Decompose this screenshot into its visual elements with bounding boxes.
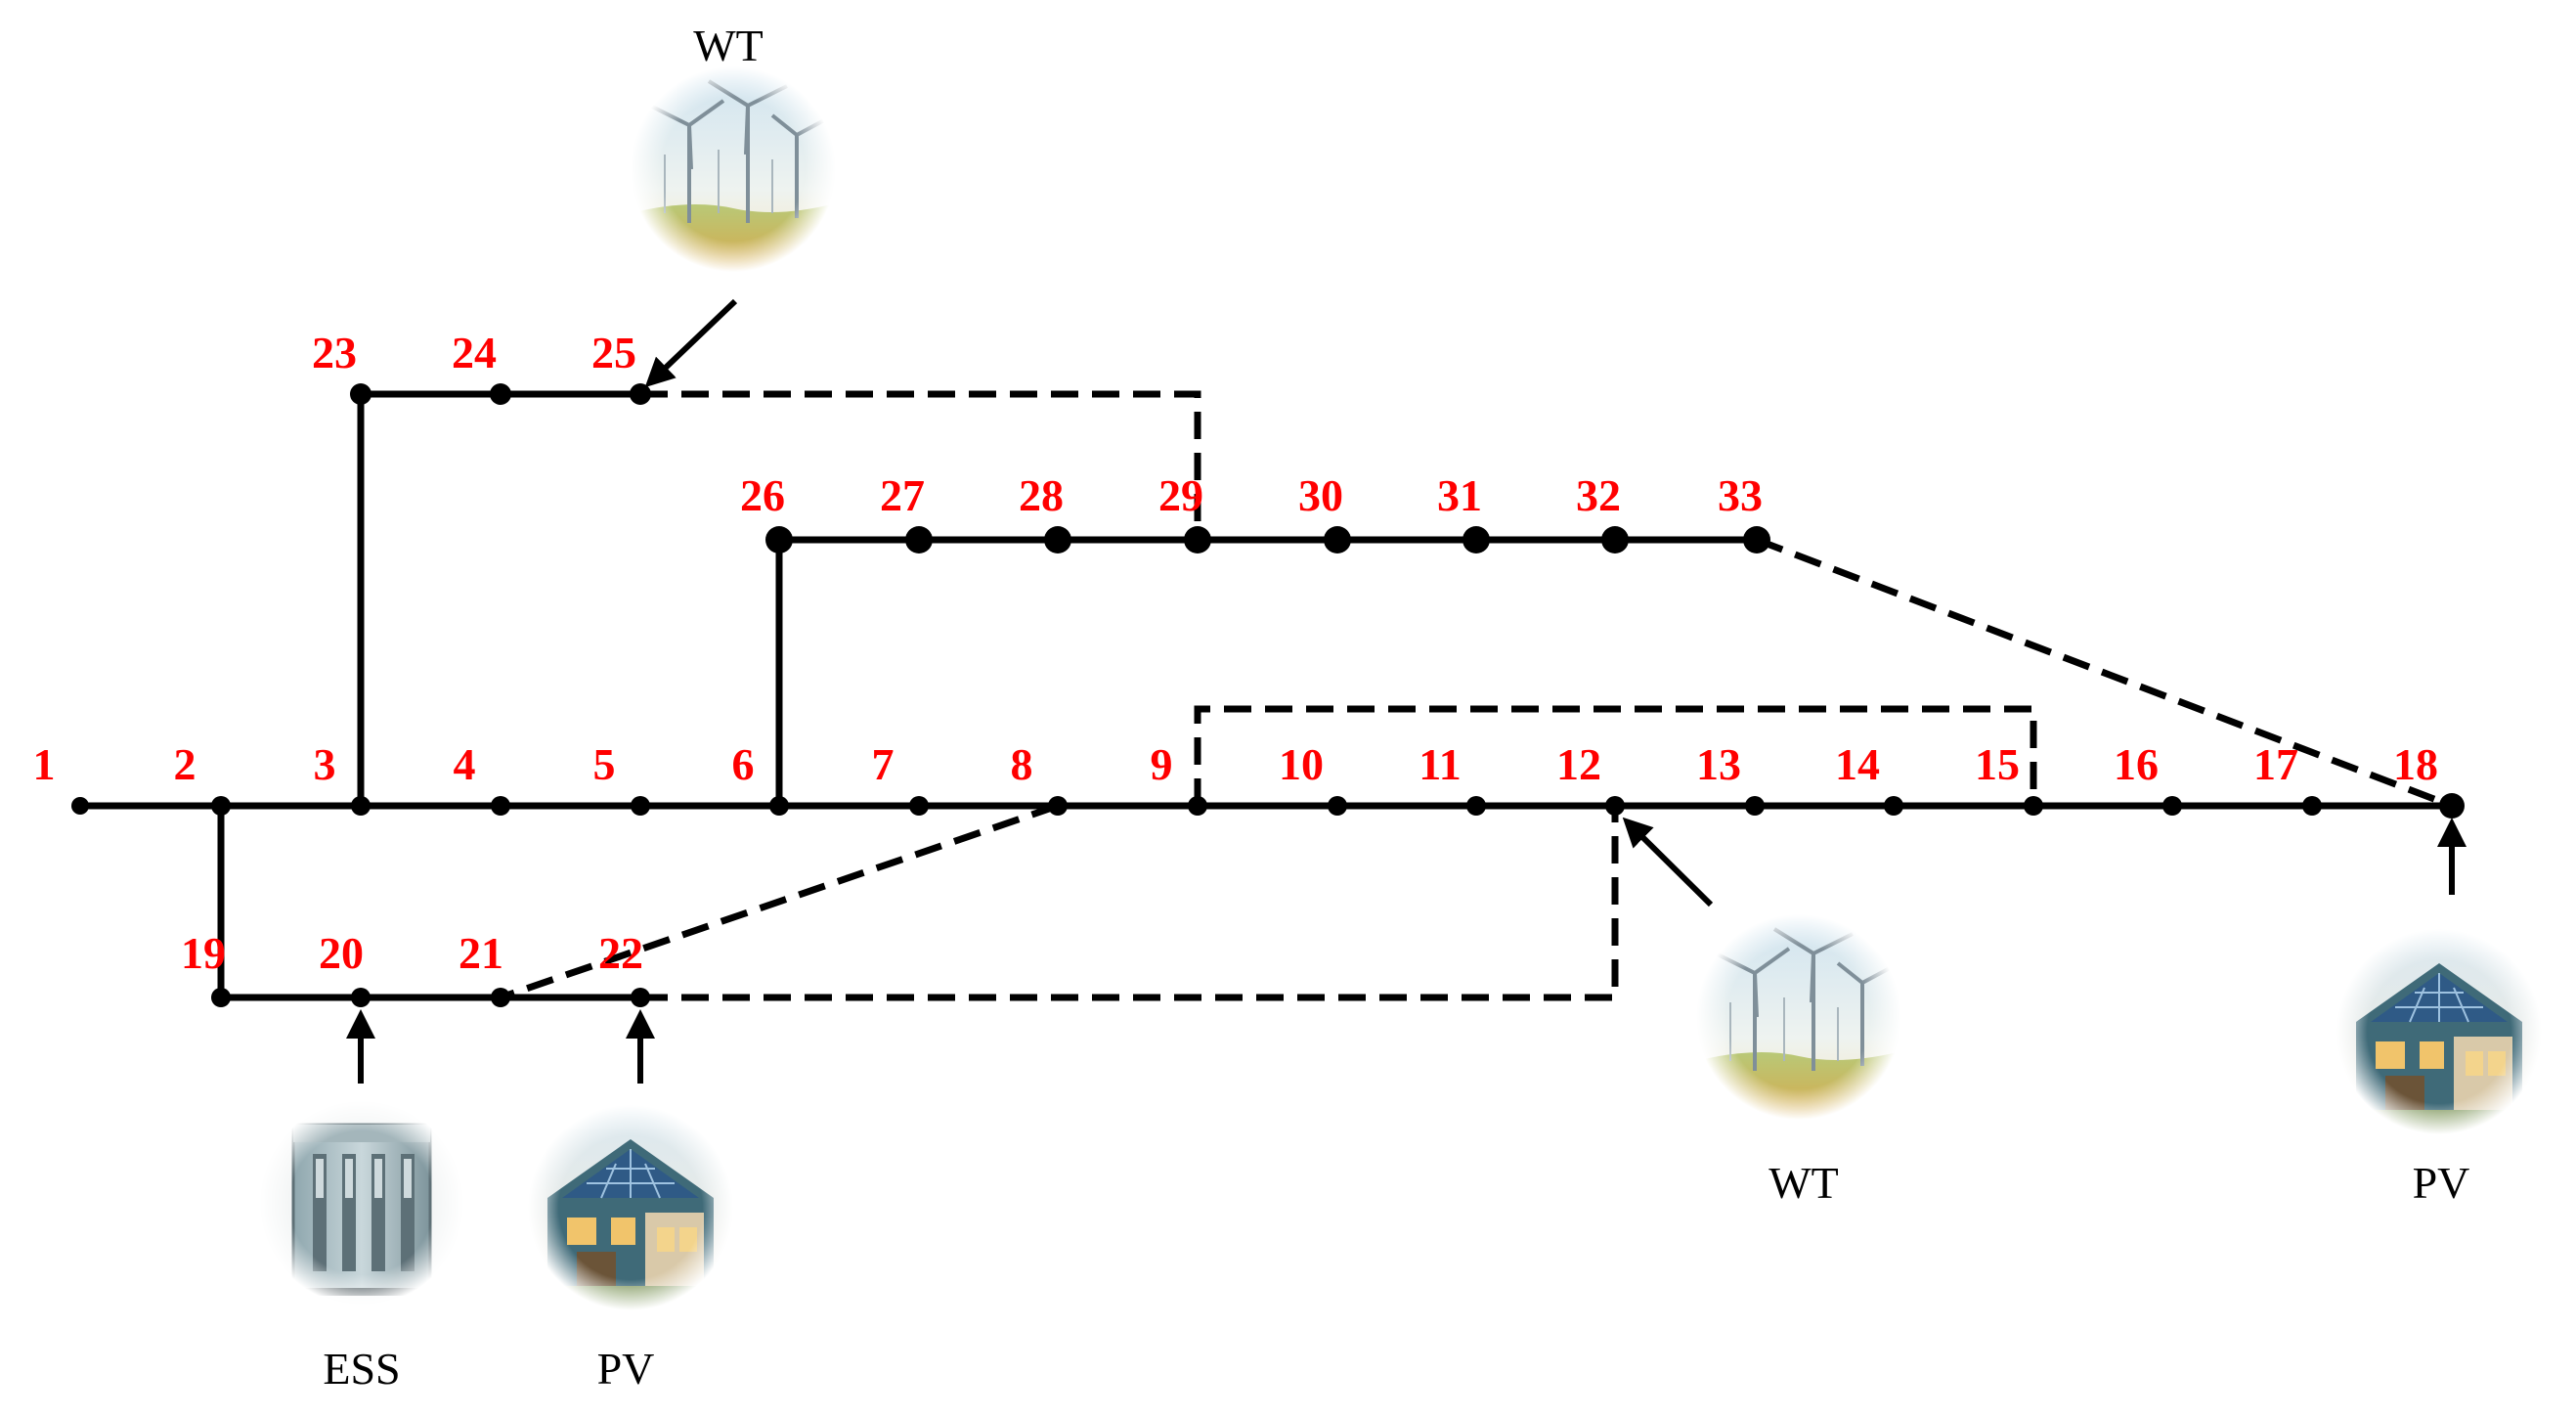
- bus-label-15: 15: [1975, 739, 2020, 789]
- bus-label-11: 11: [1419, 739, 1461, 789]
- bus-label-28: 28: [1019, 470, 1064, 520]
- bus-node-12: [1605, 796, 1625, 816]
- bus-label-1: 1: [33, 739, 56, 789]
- tie-line-25-29: [640, 390, 1201, 540]
- bus-node-1: [71, 797, 89, 815]
- tie-lines: [499, 390, 2454, 1001]
- bus-node-32: [1601, 526, 1629, 554]
- device-label-pv-bottom: PV: [597, 1344, 655, 1394]
- bus-label-14: 14: [1835, 739, 1880, 789]
- bus-label-24: 24: [452, 328, 497, 377]
- bus-label-3: 3: [314, 739, 336, 789]
- bus-node-18: [2439, 793, 2465, 819]
- feeder-lines: [76, 390, 2456, 1001]
- bus-node-26: [765, 526, 793, 554]
- bus-label-27: 27: [880, 470, 925, 520]
- bus-node-16: [2162, 796, 2182, 816]
- bus-label-17: 17: [2253, 739, 2298, 789]
- bus-label-9: 9: [1151, 739, 1173, 789]
- bus-label-30: 30: [1298, 470, 1343, 520]
- bus-label-33: 33: [1718, 470, 1763, 520]
- bus-node-20: [351, 988, 371, 1007]
- bus-label-29: 29: [1158, 470, 1203, 520]
- tie-line-9-15: [1194, 705, 2037, 806]
- bus-node-5: [631, 796, 650, 816]
- tie-line-33-18: [1755, 536, 2454, 810]
- wind-turbine-icon: [1696, 914, 1901, 1120]
- bus-label-32: 32: [1576, 470, 1621, 520]
- bus-node-10: [1328, 796, 1347, 816]
- device-label-pv-right: PV: [2413, 1158, 2470, 1208]
- bus-label-19: 19: [181, 928, 226, 978]
- bus-node-22: [631, 988, 650, 1007]
- bus-label-21: 21: [458, 928, 503, 978]
- connection-arrows: [346, 298, 2467, 1084]
- solar-house-icon: [2336, 929, 2542, 1134]
- bus-node-21: [491, 988, 510, 1007]
- bus-node-9: [1188, 796, 1207, 816]
- bus-node-6: [769, 796, 789, 816]
- bus-label-20: 20: [319, 928, 364, 978]
- bus-label-18: 18: [2393, 739, 2438, 789]
- bus-node-13: [1745, 796, 1765, 816]
- bus-label-26: 26: [740, 470, 785, 520]
- bus-node-8: [1048, 796, 1068, 816]
- bus-node-23: [350, 383, 371, 405]
- bus-label-16: 16: [2114, 739, 2159, 789]
- bus-node-4: [491, 796, 510, 816]
- bus-label-7: 7: [872, 739, 895, 789]
- arrow-wt-to-bus-25: [644, 298, 738, 388]
- bus-node-19: [211, 988, 231, 1007]
- bus-label-5: 5: [593, 739, 616, 789]
- bus-label-12: 12: [1556, 739, 1601, 789]
- device-label-wt-right: WT: [1768, 1158, 1839, 1208]
- device-label-wt-top: WT: [693, 21, 764, 70]
- bus-node-30: [1324, 526, 1351, 554]
- bus-node-15: [2024, 796, 2043, 816]
- arrow-wt-to-bus-12: [1622, 817, 1714, 908]
- bus-node-14: [1884, 796, 1903, 816]
- bus-node-28: [1044, 526, 1071, 554]
- solar-house-icon: [528, 1105, 733, 1310]
- bus-node-25: [630, 383, 651, 405]
- bus-node-3: [351, 796, 371, 816]
- ess-battery-icon: [259, 1100, 464, 1306]
- bus-node-27: [905, 526, 933, 554]
- bus-label-23: 23: [312, 328, 357, 377]
- tie-line-8-21: [499, 802, 1060, 1001]
- bus-label-31: 31: [1437, 470, 1482, 520]
- bus-node-7: [909, 796, 929, 816]
- wind-turbine-icon: [631, 66, 836, 272]
- bus-label-2: 2: [174, 739, 196, 789]
- bus-label-25: 25: [591, 328, 636, 377]
- bus-node-11: [1466, 796, 1486, 816]
- bus-label-22: 22: [598, 928, 643, 978]
- bus-node-17: [2302, 796, 2322, 816]
- bus-node-33: [1743, 526, 1770, 554]
- bus-node-24: [490, 383, 511, 405]
- bus-node-2: [211, 796, 231, 816]
- lateral-feeder-26-33: [775, 536, 1761, 810]
- bus-label-4: 4: [454, 739, 476, 789]
- device-label-ess: ESS: [323, 1344, 400, 1394]
- bus-label-8: 8: [1011, 739, 1033, 789]
- bus-node-29: [1184, 526, 1211, 554]
- bus-label-13: 13: [1696, 739, 1741, 789]
- bus-label-10: 10: [1279, 739, 1324, 789]
- bus-node-31: [1463, 526, 1490, 554]
- bus-label-6: 6: [732, 739, 755, 789]
